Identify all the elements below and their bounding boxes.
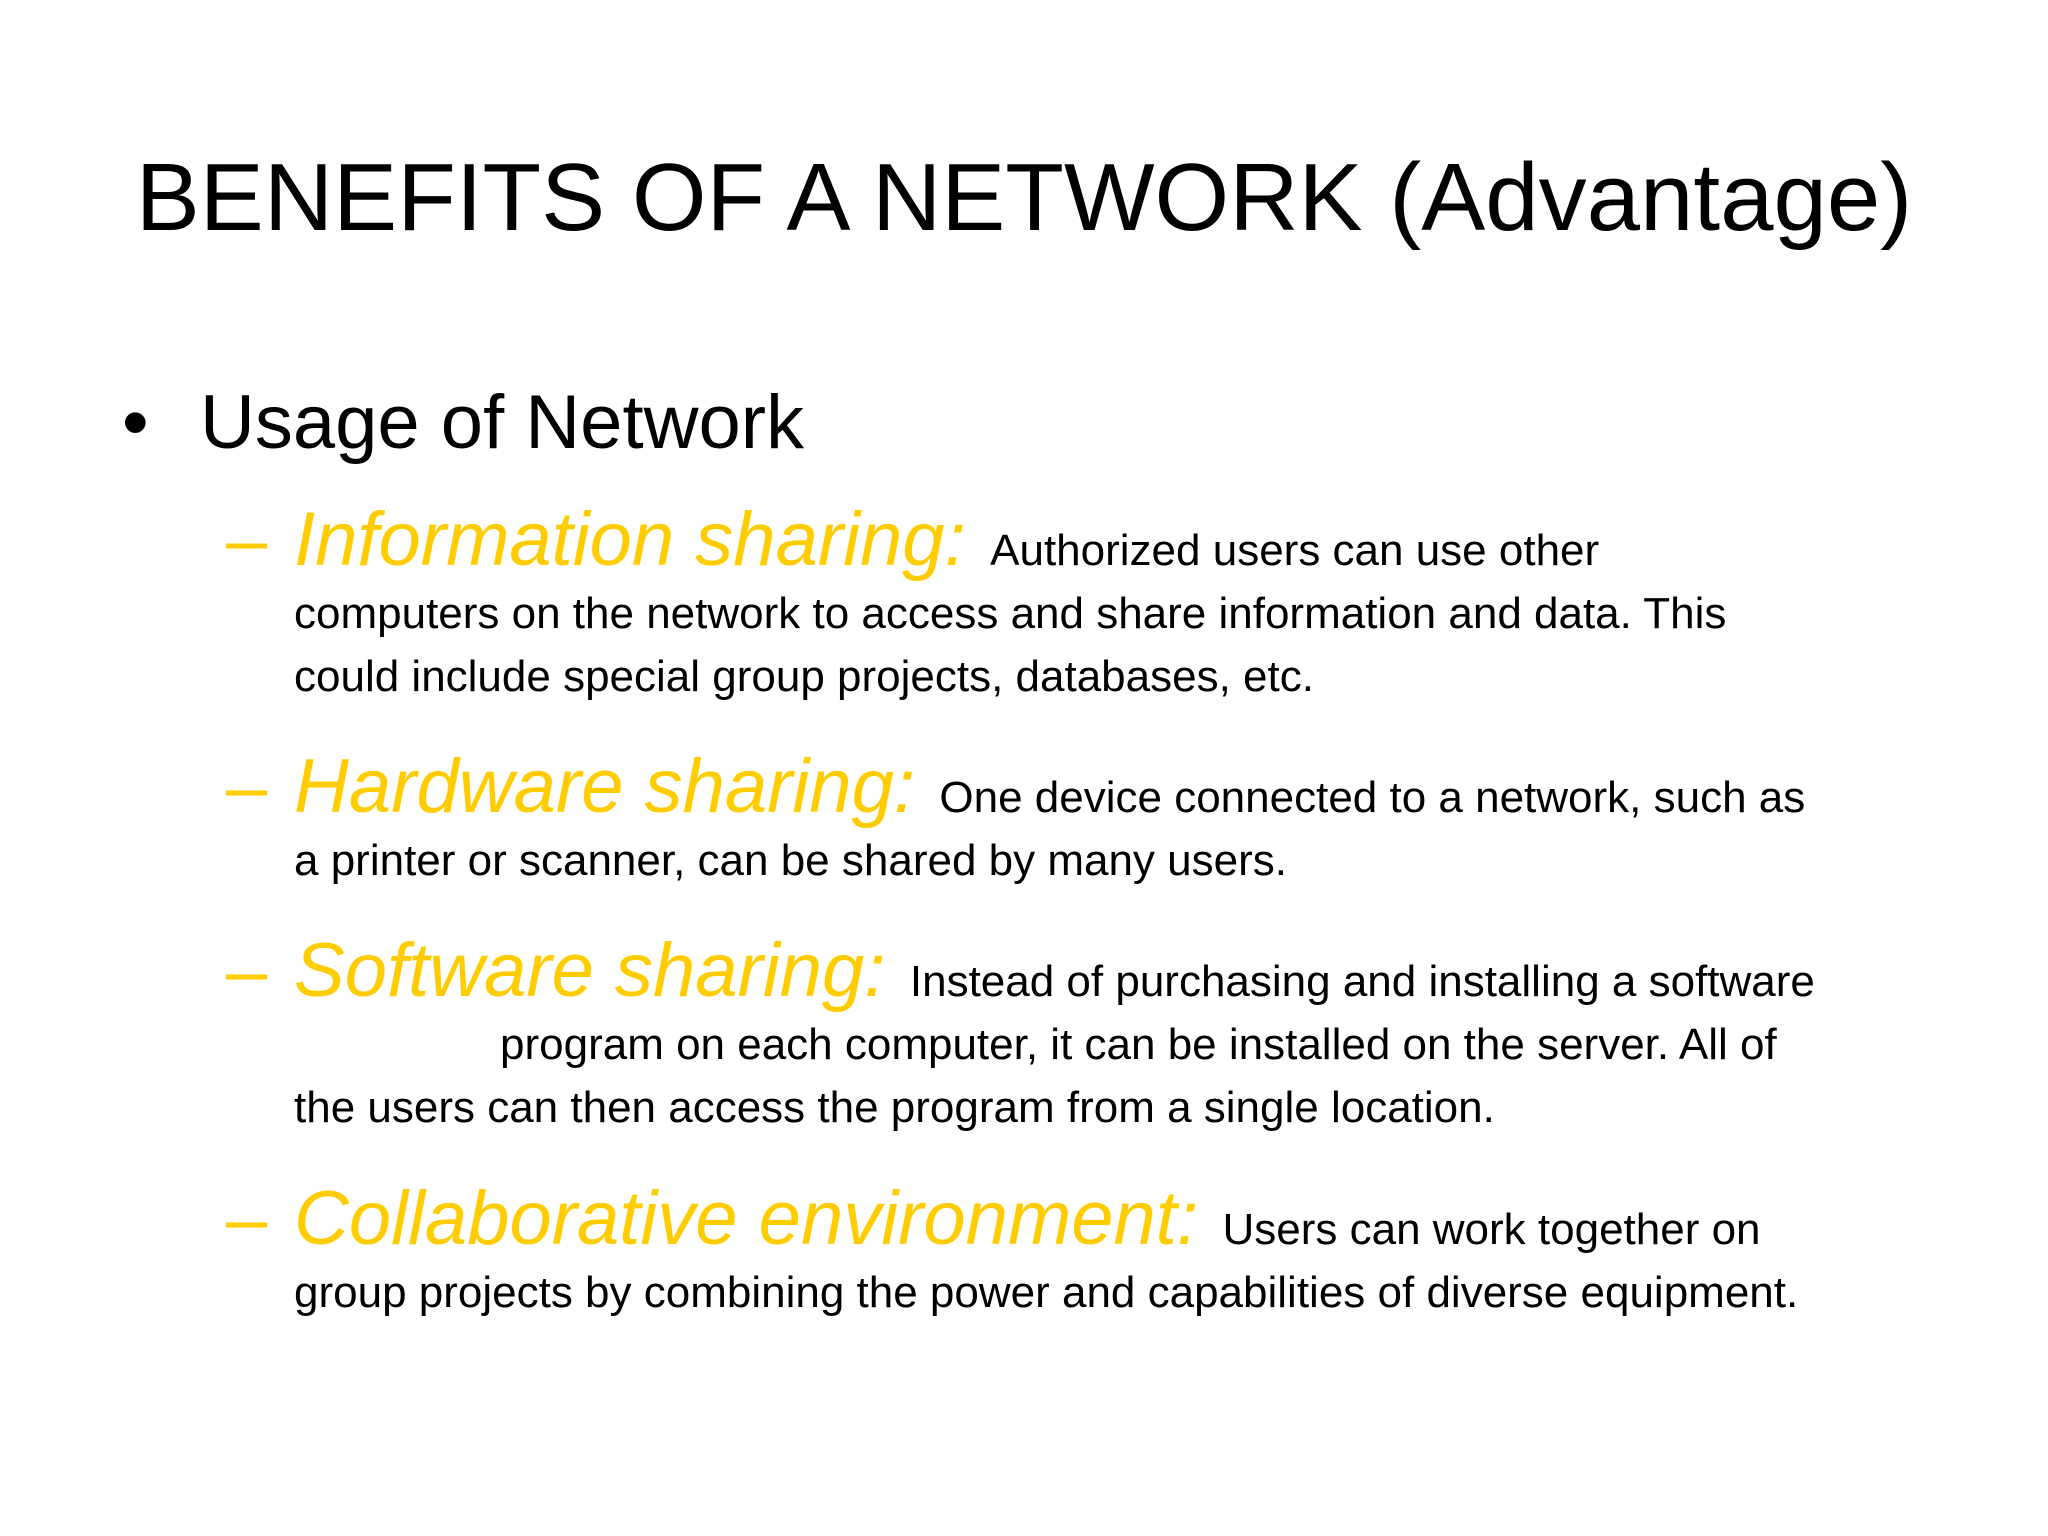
item-description-line: program on each computer, it can be inst… [500,1020,1777,1069]
item-description-line: group projects by combining the power an… [294,1268,1799,1317]
bullet-dot-icon: • [122,380,149,465]
dash-icon: – [226,498,268,581]
dash-icon: – [226,745,268,828]
item-description-line: the users can then access the program fr… [294,1083,1495,1132]
list-item-collaborative-environment: – Collaborative environment: Users can w… [226,1177,2006,1324]
bullet-usage-of-network: • Usage of Network [122,375,804,471]
item-description: One device connected to a network, such … [939,773,1806,822]
slide-title: BENEFITS OF A NETWORK (Advantage) [135,144,1913,251]
item-term: Information sharing: [294,497,966,582]
dash-icon: – [226,1177,268,1260]
item-term: Hardware sharing: [294,744,915,829]
item-term: Collaborative environment: [294,1176,1199,1261]
list-item-software-sharing: – Software sharing: Instead of purchasin… [226,929,2006,1139]
bullet-text: Usage of Network [200,380,805,465]
item-description-line: computers on the network to access and s… [294,589,1727,638]
item-description: Instead of purchasing and installing a s… [909,957,1815,1006]
item-term: Software sharing: [294,928,886,1013]
item-description: Authorized users can use other [990,526,1600,575]
list-item-hardware-sharing: – Hardware sharing: One device connected… [226,745,2006,892]
item-description-line: a printer or scanner, can be shared by m… [294,836,1287,885]
item-description: Users can work together on [1222,1205,1761,1254]
dash-icon: – [226,929,268,1012]
list-item-information-sharing: – Information sharing: Authorized users … [226,498,2006,708]
item-description-line: could include special group projects, da… [294,652,1314,701]
